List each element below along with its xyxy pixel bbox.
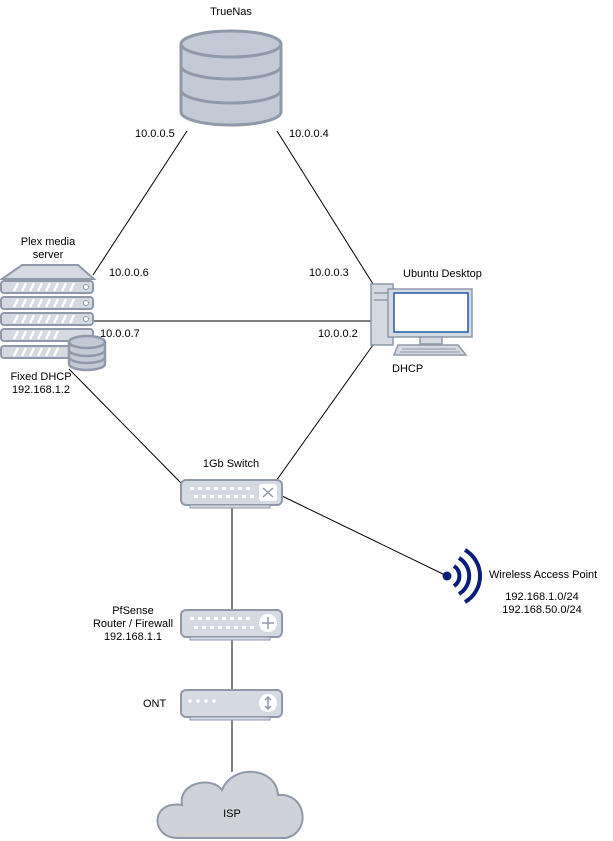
plex-ip-to-truenas: 10.0.0.6 xyxy=(109,267,149,279)
ubuntu-label: Ubuntu Desktop xyxy=(403,268,482,280)
ubuntu-dhcp-label: DHCP xyxy=(392,363,424,375)
wap-subnet-1: 192.168.1.0/24 xyxy=(505,591,579,603)
wap-subnets: 192.168.1.0/24 192.168.50.0/24 xyxy=(494,591,590,617)
plex-label-line2: server xyxy=(32,249,64,261)
pfsense-label: PfSense Router / Firewall 192.168.1.1 xyxy=(83,605,183,644)
pfsense-line1: PfSense xyxy=(112,605,154,617)
isp-cloud-icon xyxy=(156,770,304,839)
plex-label: Plex media server xyxy=(8,236,88,262)
desktop-computer-icon xyxy=(370,283,473,356)
link-switch-wap xyxy=(281,495,448,577)
link-truenas-plex xyxy=(92,130,188,276)
truenas-ip-to-plex: 10.0.0.5 xyxy=(135,128,175,140)
switch-label: 1Gb Switch xyxy=(202,458,260,470)
plex-ip-to-ubuntu: 10.0.0.7 xyxy=(100,328,140,340)
truenas-label: TrueNas xyxy=(210,6,252,18)
plex-label-line1: Plex media xyxy=(20,236,76,248)
wap-label: Wireless Access Point xyxy=(489,569,598,581)
ubuntu-ip-to-truenas: 10.0.0.3 xyxy=(309,267,349,279)
truenas-storage-icon xyxy=(179,29,283,127)
plex-dhcp-line2: 192.168.1.2 xyxy=(11,384,71,396)
ont-device-icon xyxy=(180,689,283,721)
network-switch-icon xyxy=(180,479,283,509)
router-firewall-icon xyxy=(180,609,283,641)
plex-dhcp-label: Fixed DHCP 192.168.1.2 xyxy=(6,371,76,397)
ont-label: ONT xyxy=(143,698,167,710)
isp-label: ISP xyxy=(223,808,241,820)
link-truenas-ubuntu xyxy=(276,130,374,285)
wireless-signal-icon xyxy=(442,548,483,604)
plex-storage-icon xyxy=(67,334,107,372)
plex-server-icon xyxy=(0,264,97,359)
wap-subnet-2: 192.168.50.0/24 xyxy=(502,604,582,616)
pfsense-line3: 192.168.1.1 xyxy=(103,631,163,643)
ubuntu-ip-to-plex: 10.0.0.2 xyxy=(318,328,358,340)
link-ubuntu-switch xyxy=(275,344,374,482)
truenas-ip-to-ubuntu: 10.0.0.4 xyxy=(289,128,329,140)
plex-dhcp-line1: Fixed DHCP xyxy=(10,371,72,383)
link-plex-switch xyxy=(68,368,182,484)
pfsense-line2: Router / Firewall xyxy=(92,618,174,630)
